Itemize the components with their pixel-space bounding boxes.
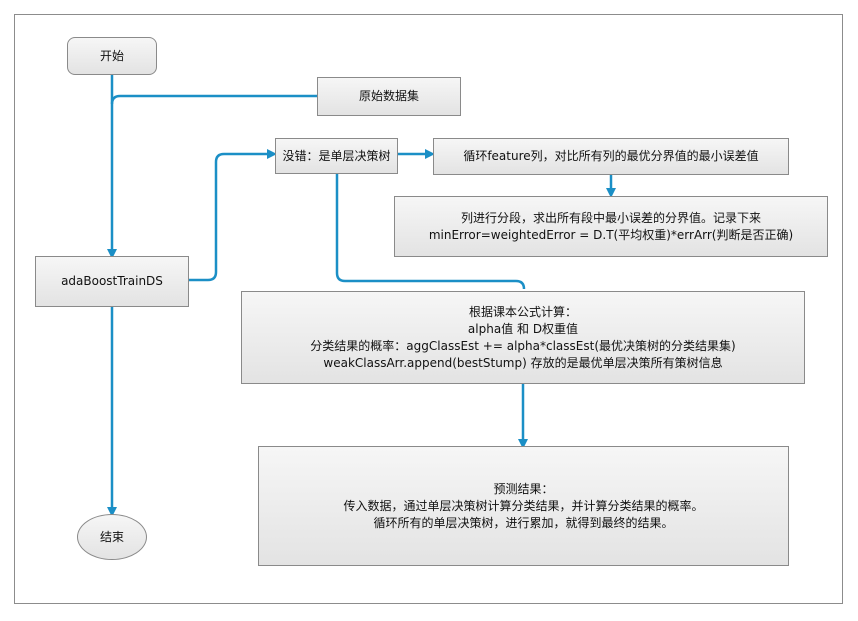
end-node: 结束 bbox=[77, 514, 147, 560]
formula-line-2: alpha值 和 D权重值 bbox=[467, 321, 579, 336]
predict-line-2: 传入数据，通过单层决策树计算分类结果，并计算分类结果的概率。 bbox=[343, 498, 704, 513]
segment-line-2: minError=weightedError = D.T(平均权重)*errAr… bbox=[428, 227, 794, 242]
raw-dataset-label: 原始数据集 bbox=[358, 89, 419, 103]
raw-dataset-node: 原始数据集 bbox=[317, 77, 461, 116]
start-label: 开始 bbox=[99, 48, 124, 63]
connector-train-to-stump bbox=[188, 149, 277, 282]
formula-line-4: weakClassArr.append(bestStump) 存放的是最优单层决… bbox=[323, 355, 723, 370]
loop-features-node: 循环feature列，对比所有列的最优分界值的最小误差值 bbox=[433, 138, 789, 175]
stump-note-node: 没错：是单层决策树 bbox=[275, 138, 398, 174]
predict-line-3: 循环所有的单层决策树，进行累加，就得到最终的结果。 bbox=[373, 515, 674, 530]
train-node: adaBoostTrainDS bbox=[35, 256, 189, 307]
connector-dataset-to-main bbox=[110, 94, 318, 105]
formula-line-1: 根据课本公式计算： bbox=[468, 304, 577, 319]
train-label: adaBoostTrainDS bbox=[61, 274, 163, 288]
predict-node: 预测结果： 传入数据，通过单层决策树计算分类结果，并计算分类结果的概率。 循环所… bbox=[258, 446, 789, 566]
formula-line-3: 分类结果的概率：aggClassEst += alpha*classEst(最优… bbox=[310, 338, 736, 353]
segment-node: 列进行分段，求出所有段中最小误差的分界值。记录下来 minError=weigh… bbox=[394, 196, 828, 257]
segment-line-1: 列进行分段，求出所有段中最小误差的分界值。记录下来 bbox=[460, 210, 761, 225]
formula-node: 根据课本公式计算： alpha值 和 D权重值 分类结果的概率：aggClass… bbox=[241, 291, 805, 384]
start-node: 开始 bbox=[67, 37, 157, 75]
stump-note-label: 没错：是单层决策树 bbox=[282, 148, 391, 163]
predict-line-1: 预测结果： bbox=[493, 481, 554, 496]
diagram-frame bbox=[14, 14, 843, 604]
connector-stump-to-formula bbox=[335, 174, 526, 290]
loop-features-label: 循环feature列，对比所有列的最优分界值的最小误差值 bbox=[463, 149, 759, 163]
end-label: 结束 bbox=[99, 529, 124, 544]
